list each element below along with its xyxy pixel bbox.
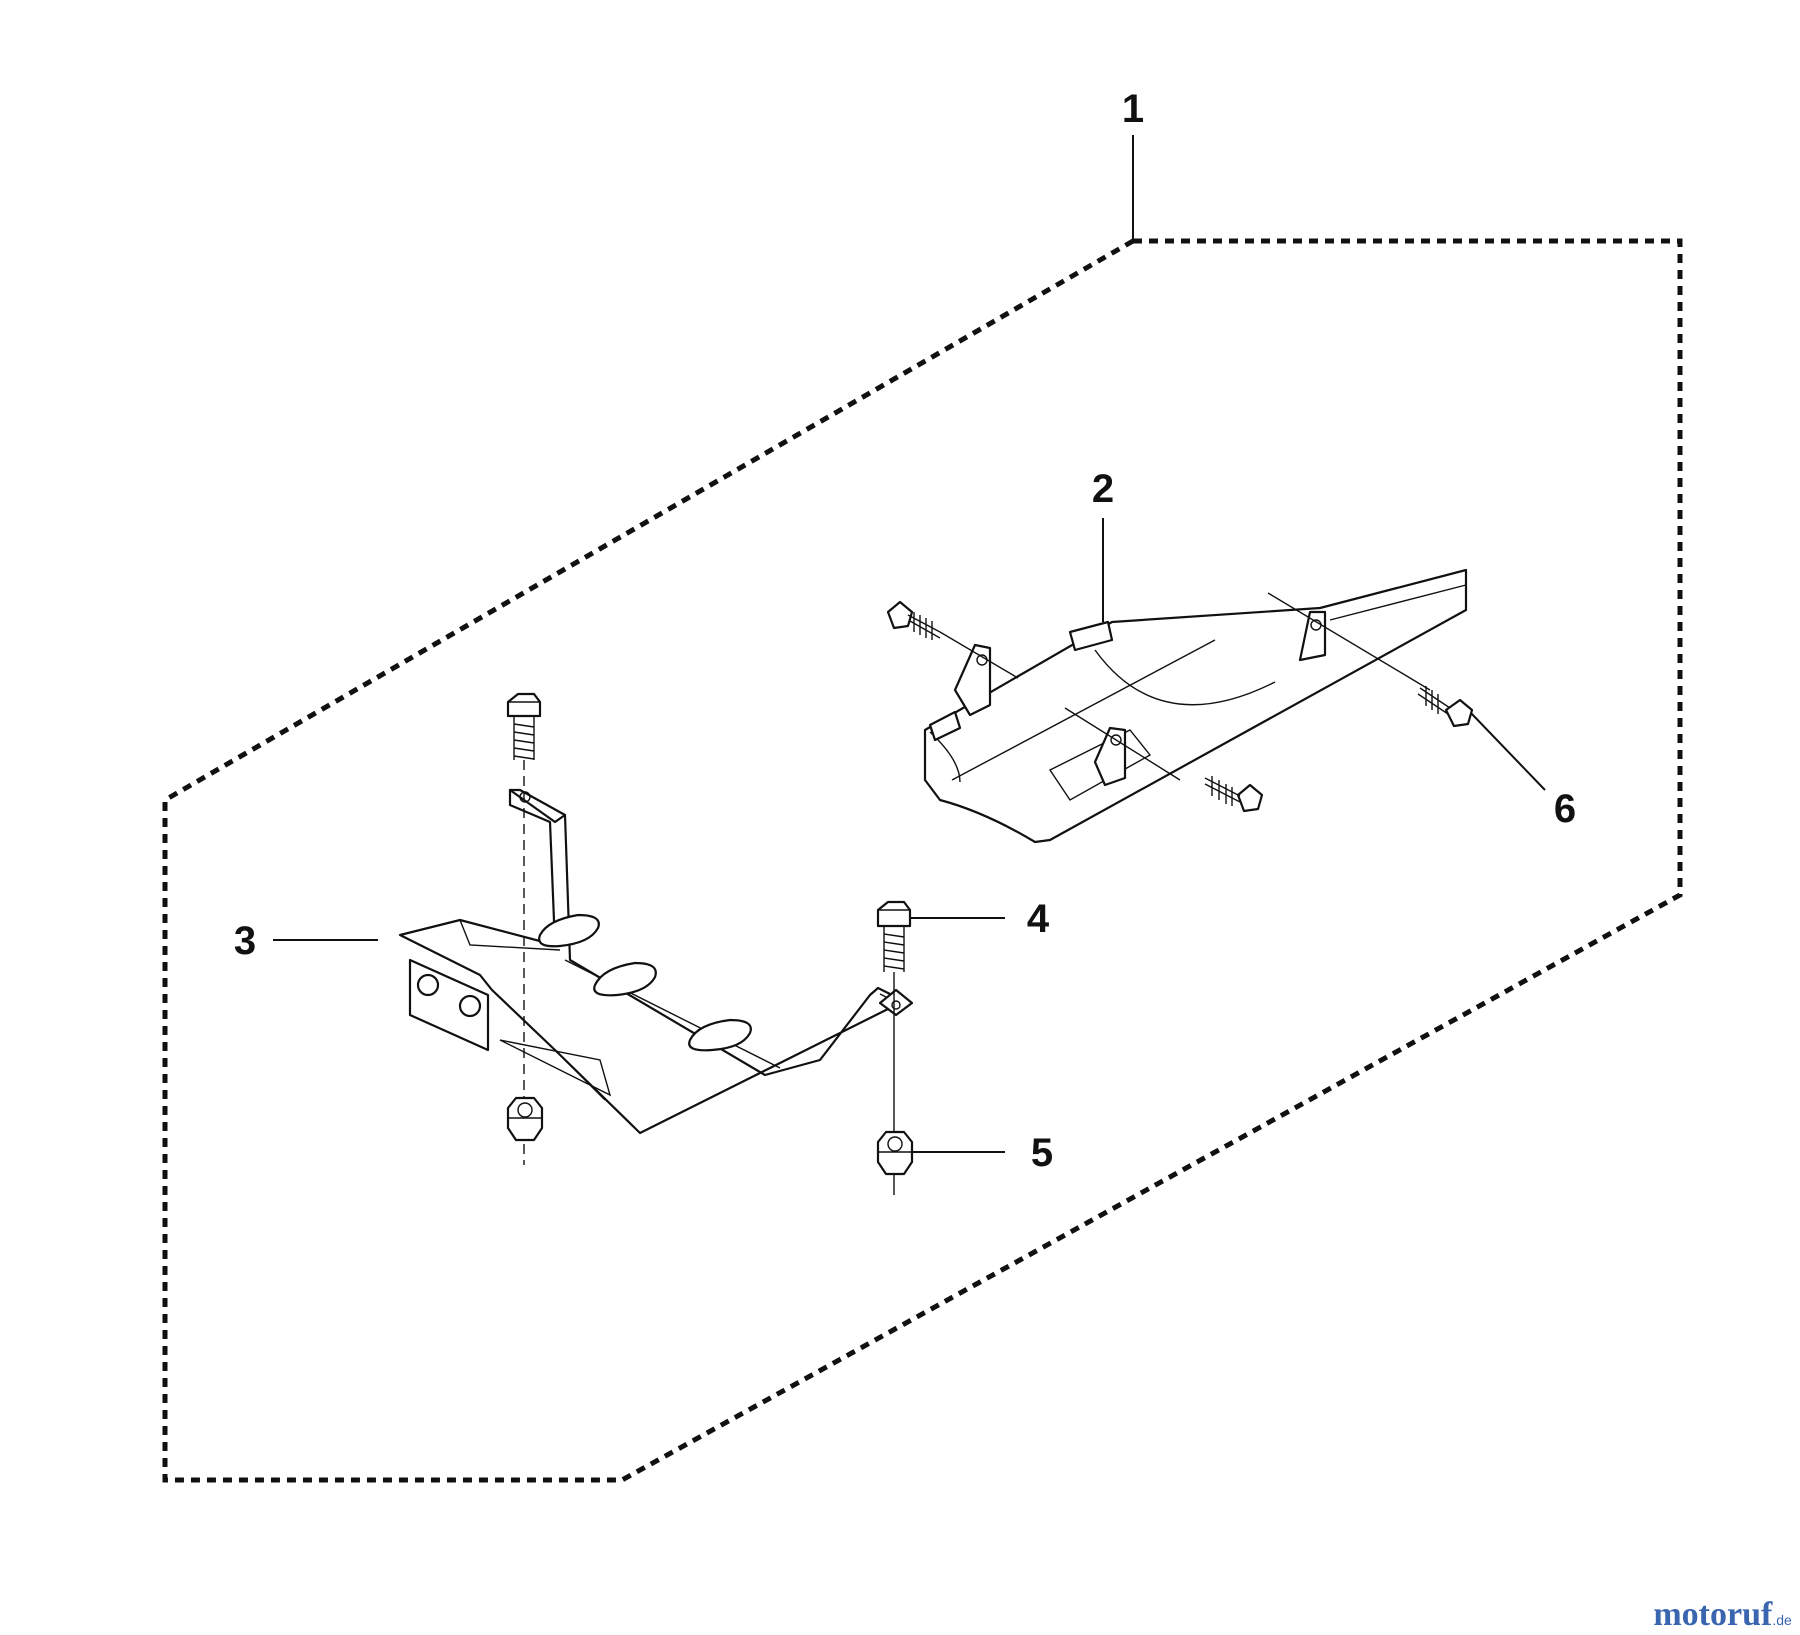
callout-5: 5 xyxy=(1031,1131,1053,1175)
watermark-text: motoruf xyxy=(1653,1596,1773,1633)
bolt-upper-left xyxy=(886,600,941,640)
callout-6: 6 xyxy=(1554,787,1576,831)
nut-lower-right xyxy=(876,1130,914,1176)
bolt-lower-left xyxy=(506,692,542,760)
nut-lower-left xyxy=(506,1096,544,1142)
bolt-upper-right xyxy=(1417,686,1474,728)
leader-6 xyxy=(1469,711,1546,791)
bracket-lower xyxy=(398,788,914,1135)
bolt-lower-right xyxy=(876,900,912,972)
callout-4: 4 xyxy=(1027,897,1050,941)
bolt-upper-middle xyxy=(1204,776,1264,813)
callout-3: 3 xyxy=(234,919,256,963)
bracket-upper xyxy=(886,568,1474,844)
callout-1: 1 xyxy=(1122,87,1144,131)
kit-boundary xyxy=(162,238,1683,1483)
callout-2: 2 xyxy=(1092,467,1114,511)
watermark-suffix: .de xyxy=(1772,1612,1792,1628)
watermark-logo: motoruf.de xyxy=(1653,1596,1792,1633)
